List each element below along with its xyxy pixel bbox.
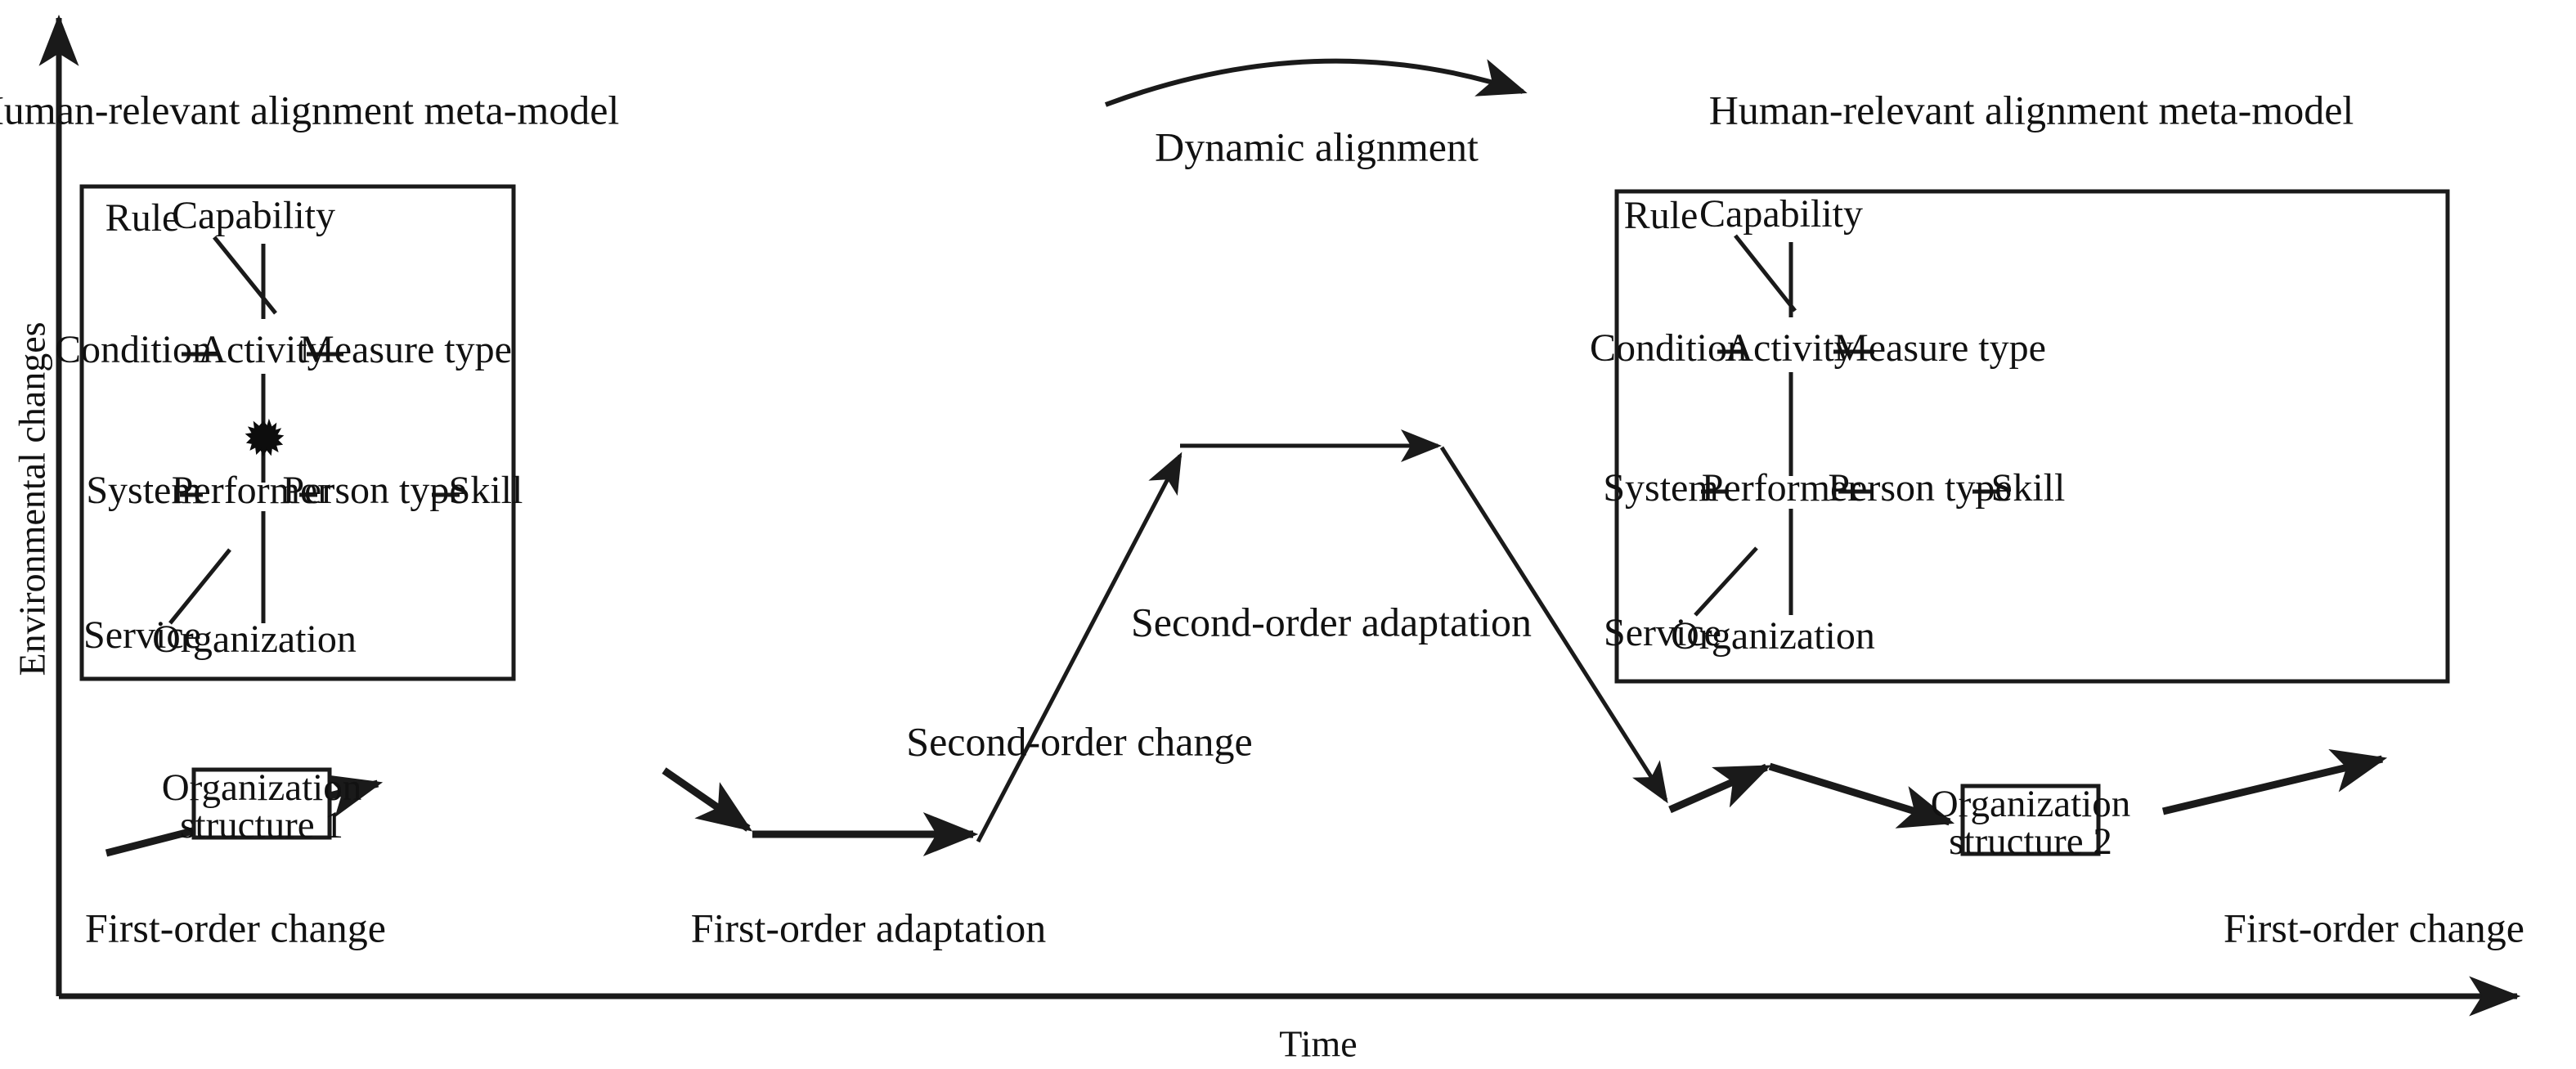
segment-second-order-change-rise: [976, 451, 1183, 843]
edge-rule-activity: [213, 236, 277, 315]
annotation-labels: Dynamic alignment Second-order adaptatio…: [85, 124, 2524, 950]
org-box-labels: Organization structure 1 Organization st…: [162, 766, 2131, 863]
node-skill-left: Skill: [449, 469, 523, 512]
axis-group: [38, 14, 2521, 1017]
dynamic-alignment-arc: [1104, 58, 1528, 107]
node-organization-left: Organization: [152, 618, 357, 661]
meta-model-left-connectors: [168, 236, 460, 625]
dynamic-alignment-arrow: [1104, 58, 1528, 107]
node-service-left: Service: [83, 613, 201, 657]
edge-service-performer: [168, 548, 231, 625]
org-structure-2-line1: Organization: [1931, 783, 2131, 825]
org-structure-1-line1: Organization: [162, 766, 362, 809]
org-structure-1-line2: structure 1: [180, 804, 343, 847]
node-service-right: Service: [1604, 611, 1721, 654]
x-axis-label: Time: [1279, 1023, 1357, 1065]
edge-rule-activity-r: [1734, 234, 1797, 312]
org-structure-2-line2: structure 2: [1949, 820, 2112, 863]
node-system-left: System: [86, 469, 201, 512]
node-rule-left: Rule: [105, 196, 180, 240]
label-second-order-change: Second-order change: [906, 718, 1252, 764]
y-axis-label: Environmental changes: [11, 321, 53, 676]
change-starburst-icon: [245, 418, 285, 457]
node-condition-left: Condition: [55, 328, 212, 371]
meta-model-left-labels: Human-relevant alignment meta-model Rule…: [0, 87, 619, 661]
node-capability-right: Capability: [1699, 192, 1863, 236]
node-organization-right: Organization: [1671, 614, 1875, 658]
meta-model-right-title: Human-relevant alignment meta-model: [1709, 87, 2354, 133]
node-measure-type-left: Measure type: [299, 328, 512, 371]
node-measure-type-right: Measure type: [1833, 326, 2046, 370]
meta-model-right-outline: [1614, 189, 2450, 684]
org-structure-boxes: [191, 767, 2101, 856]
label-first-order-change-right: First-order change: [2224, 905, 2524, 950]
label-first-order-adaptation: First-order adaptation: [691, 905, 1047, 950]
node-activity-right: Activity: [1725, 326, 1853, 370]
node-person-type-left: Person type: [282, 469, 466, 512]
node-rule-right: Rule: [1624, 194, 1699, 237]
segment-into-box2: [1768, 762, 1955, 829]
trajectory-group: [105, 429, 2388, 857]
node-system-right: System: [1603, 466, 1718, 510]
meta-model-right-labels: Human-relevant alignment meta-model Rule…: [1590, 87, 2354, 658]
segment-descent: [1439, 446, 1668, 804]
axis-labels: Environmental changes Time: [11, 321, 1358, 1064]
label-second-order-adaptation: Second-order adaptation: [1131, 599, 1532, 645]
label-first-order-change-left: First-order change: [85, 905, 386, 950]
segment-small-rise: [1668, 763, 1771, 814]
node-person-type-right: Person type: [1828, 466, 2012, 510]
meta-model-left-title: Human-relevant alignment meta-model: [0, 87, 619, 133]
segment-drop-after-box1: [662, 767, 753, 832]
meta-model-right: [1614, 189, 2450, 684]
node-performer-left: Performer: [172, 469, 331, 512]
org-structure-1-box[interactable]: [191, 767, 332, 840]
edge-service-performer-r: [1694, 546, 1758, 617]
node-activity-left: Activity: [198, 328, 326, 371]
segment-first-order-change-right: [2161, 748, 2388, 815]
node-condition-right: Condition: [1590, 326, 1747, 370]
node-performer-right: Performer: [1702, 466, 1861, 510]
meta-model-right-connectors: [1694, 234, 1999, 617]
meta-model-left: [79, 184, 516, 681]
node-skill-right: Skill: [1991, 466, 2066, 510]
meta-model-left-outline: [79, 184, 516, 681]
node-capability-left: Capability: [172, 194, 335, 237]
label-dynamic-alignment: Dynamic alignment: [1155, 124, 1479, 169]
org-structure-2-rect[interactable]: [1960, 784, 2101, 856]
